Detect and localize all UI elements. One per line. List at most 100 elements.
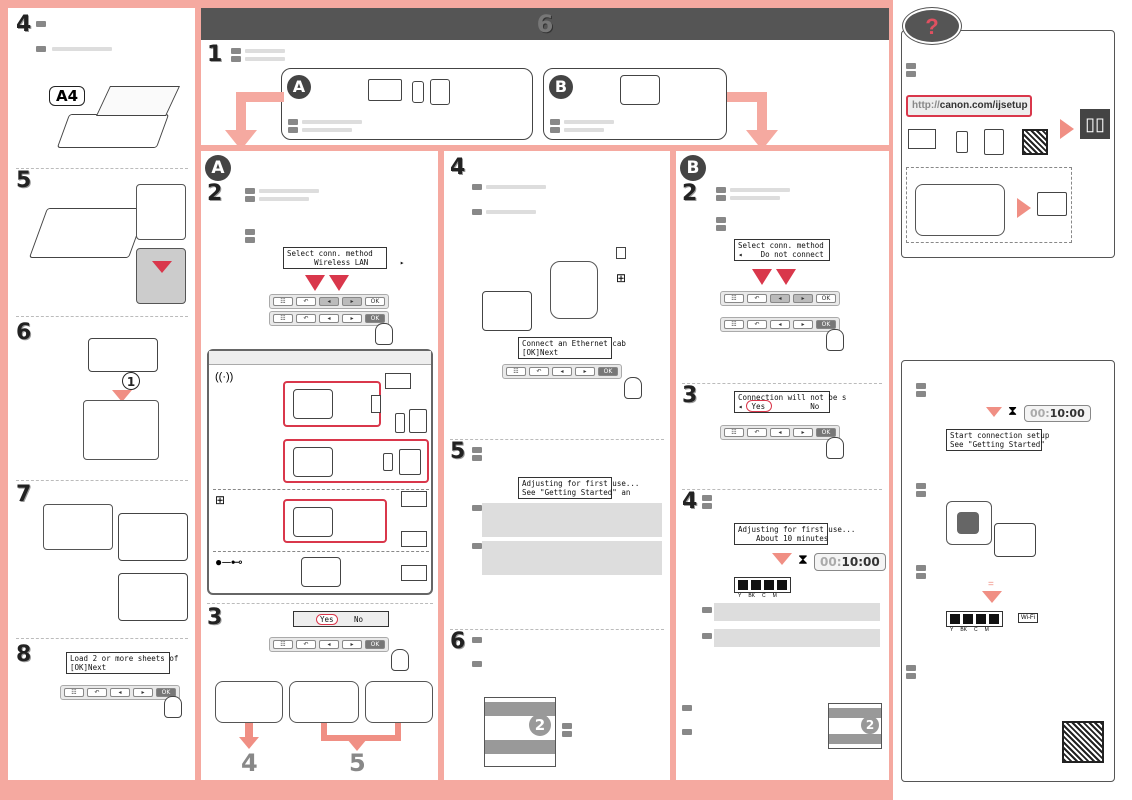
lcd-connection-warning: Connection will not be s ◂ Yes No <box>734 391 846 413</box>
usb-icon: ●─⊷ <box>215 555 243 569</box>
right-button[interactable]: ▸ <box>342 640 362 649</box>
left-button[interactable]: ◂ <box>552 367 572 376</box>
lang-tag <box>36 21 46 27</box>
back-button[interactable]: ↶ <box>747 320 767 329</box>
manual-section <box>906 167 1072 243</box>
ok-button[interactable]: OK <box>598 367 618 376</box>
goto-step-4[interactable]: 4 <box>241 749 258 777</box>
back-button[interactable]: ↶ <box>296 640 316 649</box>
right-button[interactable]: ▸ <box>575 367 595 376</box>
ink-indicator <box>734 577 791 593</box>
left-button[interactable]: ◂ <box>110 688 130 697</box>
lcd-connect-ethernet: Connect an Ethernet cab [OK]Next <box>518 337 626 359</box>
operation-panel-b3: ☷ ↶ ◂ ▸ OK <box>720 425 840 440</box>
timer-display: 00:10:00 <box>814 553 886 571</box>
menu-button[interactable]: ☷ <box>724 428 744 437</box>
printer-icon <box>620 75 660 105</box>
ok-button[interactable]: OK <box>816 320 836 329</box>
down-arrow <box>112 390 132 402</box>
left-button[interactable]: ◂ <box>319 640 339 649</box>
right-button[interactable]: ▸ <box>793 294 813 303</box>
option-b-badge: B <box>549 75 573 99</box>
left-button[interactable]: ◂ <box>770 294 790 303</box>
lcd-load-paper: Load 2 or more sheets of [OK]Next <box>66 652 178 674</box>
step-m5-number: 5 <box>450 439 466 464</box>
left-button[interactable]: ◂ <box>770 320 790 329</box>
menu-button[interactable]: ☷ <box>724 294 744 303</box>
ink-m <box>777 580 787 590</box>
ethernet-icon: ⊞ <box>215 493 226 507</box>
left-button[interactable]: ◂ <box>770 428 790 437</box>
lcd-select-wireless: Select conn. method Wireless LAN ▸ <box>283 247 404 269</box>
ok-button[interactable]: OK <box>365 314 385 323</box>
no-option: No <box>354 615 364 624</box>
right-button[interactable]: ▸ <box>793 320 813 329</box>
option-a-box[interactable]: A <box>281 68 533 140</box>
tablet-icon <box>430 79 450 105</box>
wifi-button-zoom[interactable] <box>946 501 992 545</box>
lan-port-icon: ⊞ <box>616 271 627 285</box>
wireless-direct-option <box>283 439 429 483</box>
ok-button[interactable]: OK <box>365 640 385 649</box>
back-button[interactable]: ↶ <box>529 367 549 376</box>
yes-option: Yes <box>316 614 338 625</box>
note-box-b1 <box>714 603 880 621</box>
pressing-hand <box>391 649 409 671</box>
option-b-box[interactable]: B <box>543 68 727 140</box>
operation-panel-a3: ☷ ↶ ◂ ▸ OK <box>269 637 389 652</box>
output-tray-zoom <box>43 504 113 550</box>
back-button[interactable]: ↶ <box>87 688 107 697</box>
ok-button[interactable]: OK <box>156 688 176 697</box>
ok-button[interactable]: OK <box>816 294 836 303</box>
ok-button[interactable]: OK <box>816 428 836 437</box>
getting-started-booklet: 2 <box>484 697 556 767</box>
step-7-number: 7 <box>16 482 32 507</box>
menu-button[interactable]: ☷ <box>724 320 744 329</box>
menu-button[interactable]: ☷ <box>273 297 293 306</box>
step-b3-number: 3 <box>682 383 698 408</box>
step-b2-number: 2 <box>682 181 698 206</box>
paper-tray-illustration: A4 <box>43 78 183 158</box>
lcd-adjusting-10min: Adjusting for first use... About 10 minu… <box>734 523 855 545</box>
open-book-icon <box>1037 192 1067 216</box>
lan-cable-icon <box>616 247 626 259</box>
step-b4-number: 4 <box>682 489 698 514</box>
right-button[interactable]: ▸ <box>133 688 153 697</box>
zoom-guide-2 <box>136 248 186 304</box>
laptop-icon <box>401 565 427 581</box>
ok-button[interactable]: OK <box>365 297 385 306</box>
back-button[interactable]: ↶ <box>296 297 316 306</box>
step-a2-number: 2 <box>207 181 223 206</box>
menu-button[interactable]: ☷ <box>506 367 526 376</box>
right-button[interactable]: ▸ <box>342 297 362 306</box>
back-button[interactable]: ↶ <box>296 314 316 323</box>
operation-panel-b2-ok: ☷ ↶ ◂ ▸ OK <box>720 317 840 332</box>
back-button[interactable]: ↶ <box>747 294 767 303</box>
right-button[interactable]: ▸ <box>342 314 362 323</box>
right-button[interactable]: ▸ <box>793 428 813 437</box>
result-box-3 <box>365 681 433 723</box>
qr-code-icon <box>1022 129 1048 155</box>
right-arrow-indicator <box>329 275 349 291</box>
menu-button[interactable]: ☷ <box>273 640 293 649</box>
left-button[interactable]: ◂ <box>319 297 339 306</box>
step-6-number: 6 <box>16 320 32 345</box>
operation-panel-a2-ok: ☷ ↶ ◂ ▸ OK <box>269 311 389 326</box>
left-arrow-indicator <box>752 269 772 285</box>
callout-1: 1 <box>122 372 140 390</box>
menu-button[interactable]: ☷ <box>64 688 84 697</box>
goto-step-5[interactable]: 5 <box>349 749 366 777</box>
menu-button[interactable]: ☷ <box>273 314 293 323</box>
help-badge: ? <box>903 8 961 44</box>
back-button[interactable]: ↶ <box>747 428 767 437</box>
left-button[interactable]: ◂ <box>319 314 339 323</box>
url-banner[interactable]: http://canon.com/ijsetup <box>906 95 1032 117</box>
operation-panel-m4: ☷ ↶ ◂ ▸ OK <box>502 364 622 379</box>
ink-c <box>764 580 774 590</box>
header-bar: 6 <box>201 8 889 40</box>
step-5-number: 5 <box>16 168 32 193</box>
lcd-start-connection: Start connection setup See "Getting Star… <box>946 429 1049 451</box>
smartphone-icon <box>412 81 424 103</box>
